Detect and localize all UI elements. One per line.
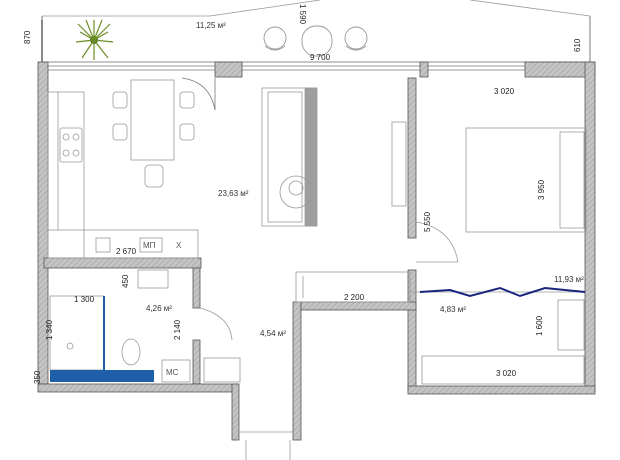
dressing (295, 271, 586, 385)
area-bathroom: 4,26 м² (146, 304, 172, 313)
dim-balcony-side: 1 590 (298, 4, 307, 25)
dim-kitchen-width: 2 670 (116, 247, 137, 256)
dim-partition-length: 5 550 (423, 211, 432, 232)
dim-bath-bottom: 350 (33, 370, 42, 384)
bathroom (49, 269, 233, 383)
balcony: 11,25 м² 870 1 590 610 9 700 (23, 0, 591, 71)
area-hall: 4,54 м² (260, 329, 286, 338)
symbol-washer: МС (166, 368, 179, 377)
dim-dressing-depth: 1 600 (535, 315, 544, 336)
dim-total-width: 9 700 (310, 53, 331, 62)
dim-balcony-depth: 870 (23, 30, 32, 44)
area-balcony: 11,25 м² (196, 21, 226, 30)
bedroom (391, 121, 587, 263)
area-dressing: 4,83 м² (440, 305, 466, 314)
armchair-icon (263, 25, 368, 57)
dim-bath-small: 450 (121, 274, 130, 288)
area-living-kitchen: 23,63 м² (218, 189, 249, 198)
dim-bath-width: 1 300 (74, 295, 95, 304)
dining-table (112, 79, 195, 188)
dim-dressing-left: 2 200 (344, 293, 365, 302)
symbol-appliance: МП (143, 241, 156, 250)
sofa (261, 87, 318, 227)
dim-bedroom-depth: 3 950 (537, 179, 546, 200)
bath-accent (50, 370, 154, 382)
living-door (181, 77, 216, 111)
plant-icon (75, 19, 114, 60)
symbol-cross: Х (176, 241, 182, 250)
area-bedroom: 11,93 м² (554, 275, 584, 284)
dim-bath-door: 2 140 (173, 319, 182, 340)
dim-bath-depth: 1 340 (45, 319, 54, 340)
dim-right-wall: 610 (573, 38, 582, 52)
dim-bedroom-width: 3 020 (494, 87, 515, 96)
hall (203, 357, 293, 460)
walls (37, 61, 596, 441)
kitchen (47, 91, 199, 259)
dim-dressing-width: 3 020 (496, 369, 517, 378)
